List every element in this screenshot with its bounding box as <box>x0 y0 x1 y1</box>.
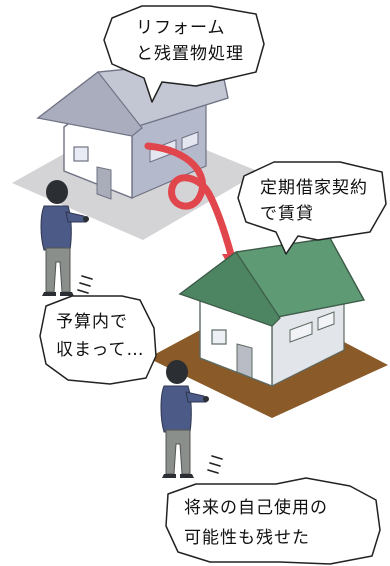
house-after-door <box>236 343 253 379</box>
bubble-lease-line1: 定期借家契約 <box>260 178 368 198</box>
speech-bubble-future <box>165 477 381 565</box>
bubble-reform-line1: リフォーム <box>136 18 226 38</box>
house-after-roof-front-edge <box>178 251 281 327</box>
bubble-future-line2: 可能性も残せた <box>184 528 310 548</box>
bubble-future-line1: 将来の自己使用の <box>184 498 328 518</box>
emphasis-marks-icon <box>77 275 93 294</box>
emphasis-marks-icon-2 <box>207 455 223 474</box>
speech-bubble-budget <box>39 295 157 385</box>
house-before-side-window-2 <box>181 131 199 151</box>
house-after-side-window-2 <box>317 311 335 331</box>
house-after <box>148 237 388 418</box>
bubble-budget-line2: 収まって… <box>56 340 145 360</box>
house-before <box>12 59 260 240</box>
bubble-lease-line2: で賃貸 <box>260 204 314 224</box>
house-before-window <box>73 146 89 162</box>
house-after-window <box>211 329 227 345</box>
person-icon-2 <box>160 360 209 478</box>
house-before-roof-front-edge <box>36 71 143 137</box>
house-before-door <box>96 166 112 200</box>
speech-bubble-reform <box>103 5 265 103</box>
bubble-budget-line1: 予算内で <box>56 312 128 332</box>
speech-bubble-lease <box>237 161 387 255</box>
bubble-reform-line2: と残置物処理 <box>136 44 244 64</box>
person-icon-1 <box>40 180 89 296</box>
house-after-side-window <box>289 321 313 343</box>
